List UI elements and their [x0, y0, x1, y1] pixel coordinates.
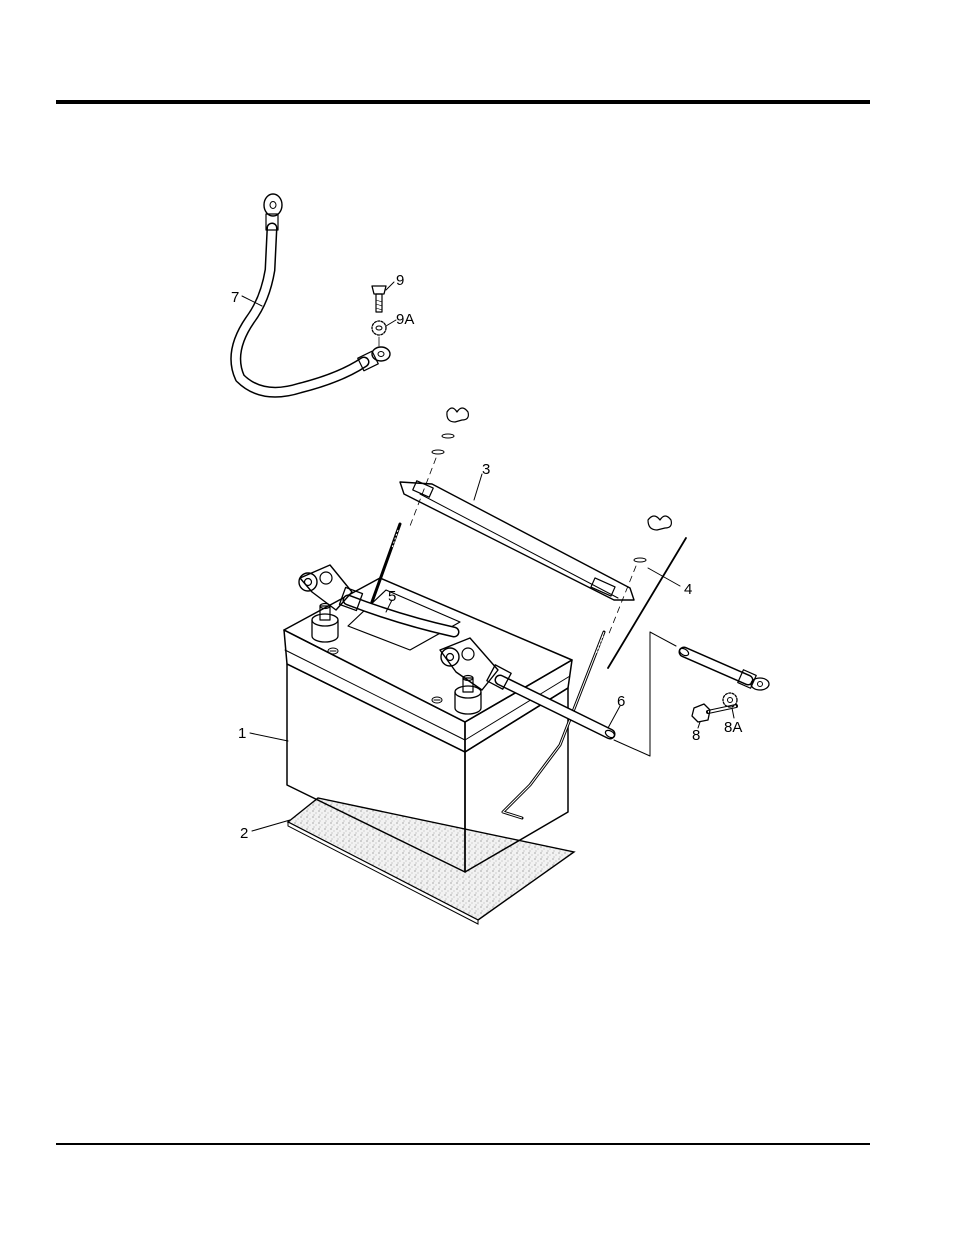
callout-6: 6 [617, 693, 625, 710]
lock-washer-8a [723, 693, 737, 707]
callout-3: 3 [482, 461, 490, 478]
callout-8: 8 [692, 727, 700, 744]
callout-8a: 8A [724, 719, 742, 736]
lock-washer-9a [372, 321, 386, 346]
terminal-post-right [455, 676, 481, 715]
leader-lines [242, 282, 734, 831]
callout-1: 1 [238, 725, 246, 742]
hold-down-bar [400, 481, 634, 600]
callout-2: 2 [240, 825, 248, 842]
callout-7: 7 [231, 289, 239, 306]
positive-cable [440, 638, 616, 739]
callout-5: 5 [388, 588, 396, 605]
callout-4: 4 [684, 581, 692, 598]
wing-nut-left [410, 408, 468, 526]
positive-cable-end [678, 647, 769, 690]
callout-9a: 9A [396, 311, 414, 328]
bolt-9 [372, 286, 386, 312]
callout-9: 9 [396, 272, 404, 289]
ground-cable [236, 194, 390, 392]
battery-mat [288, 798, 574, 924]
